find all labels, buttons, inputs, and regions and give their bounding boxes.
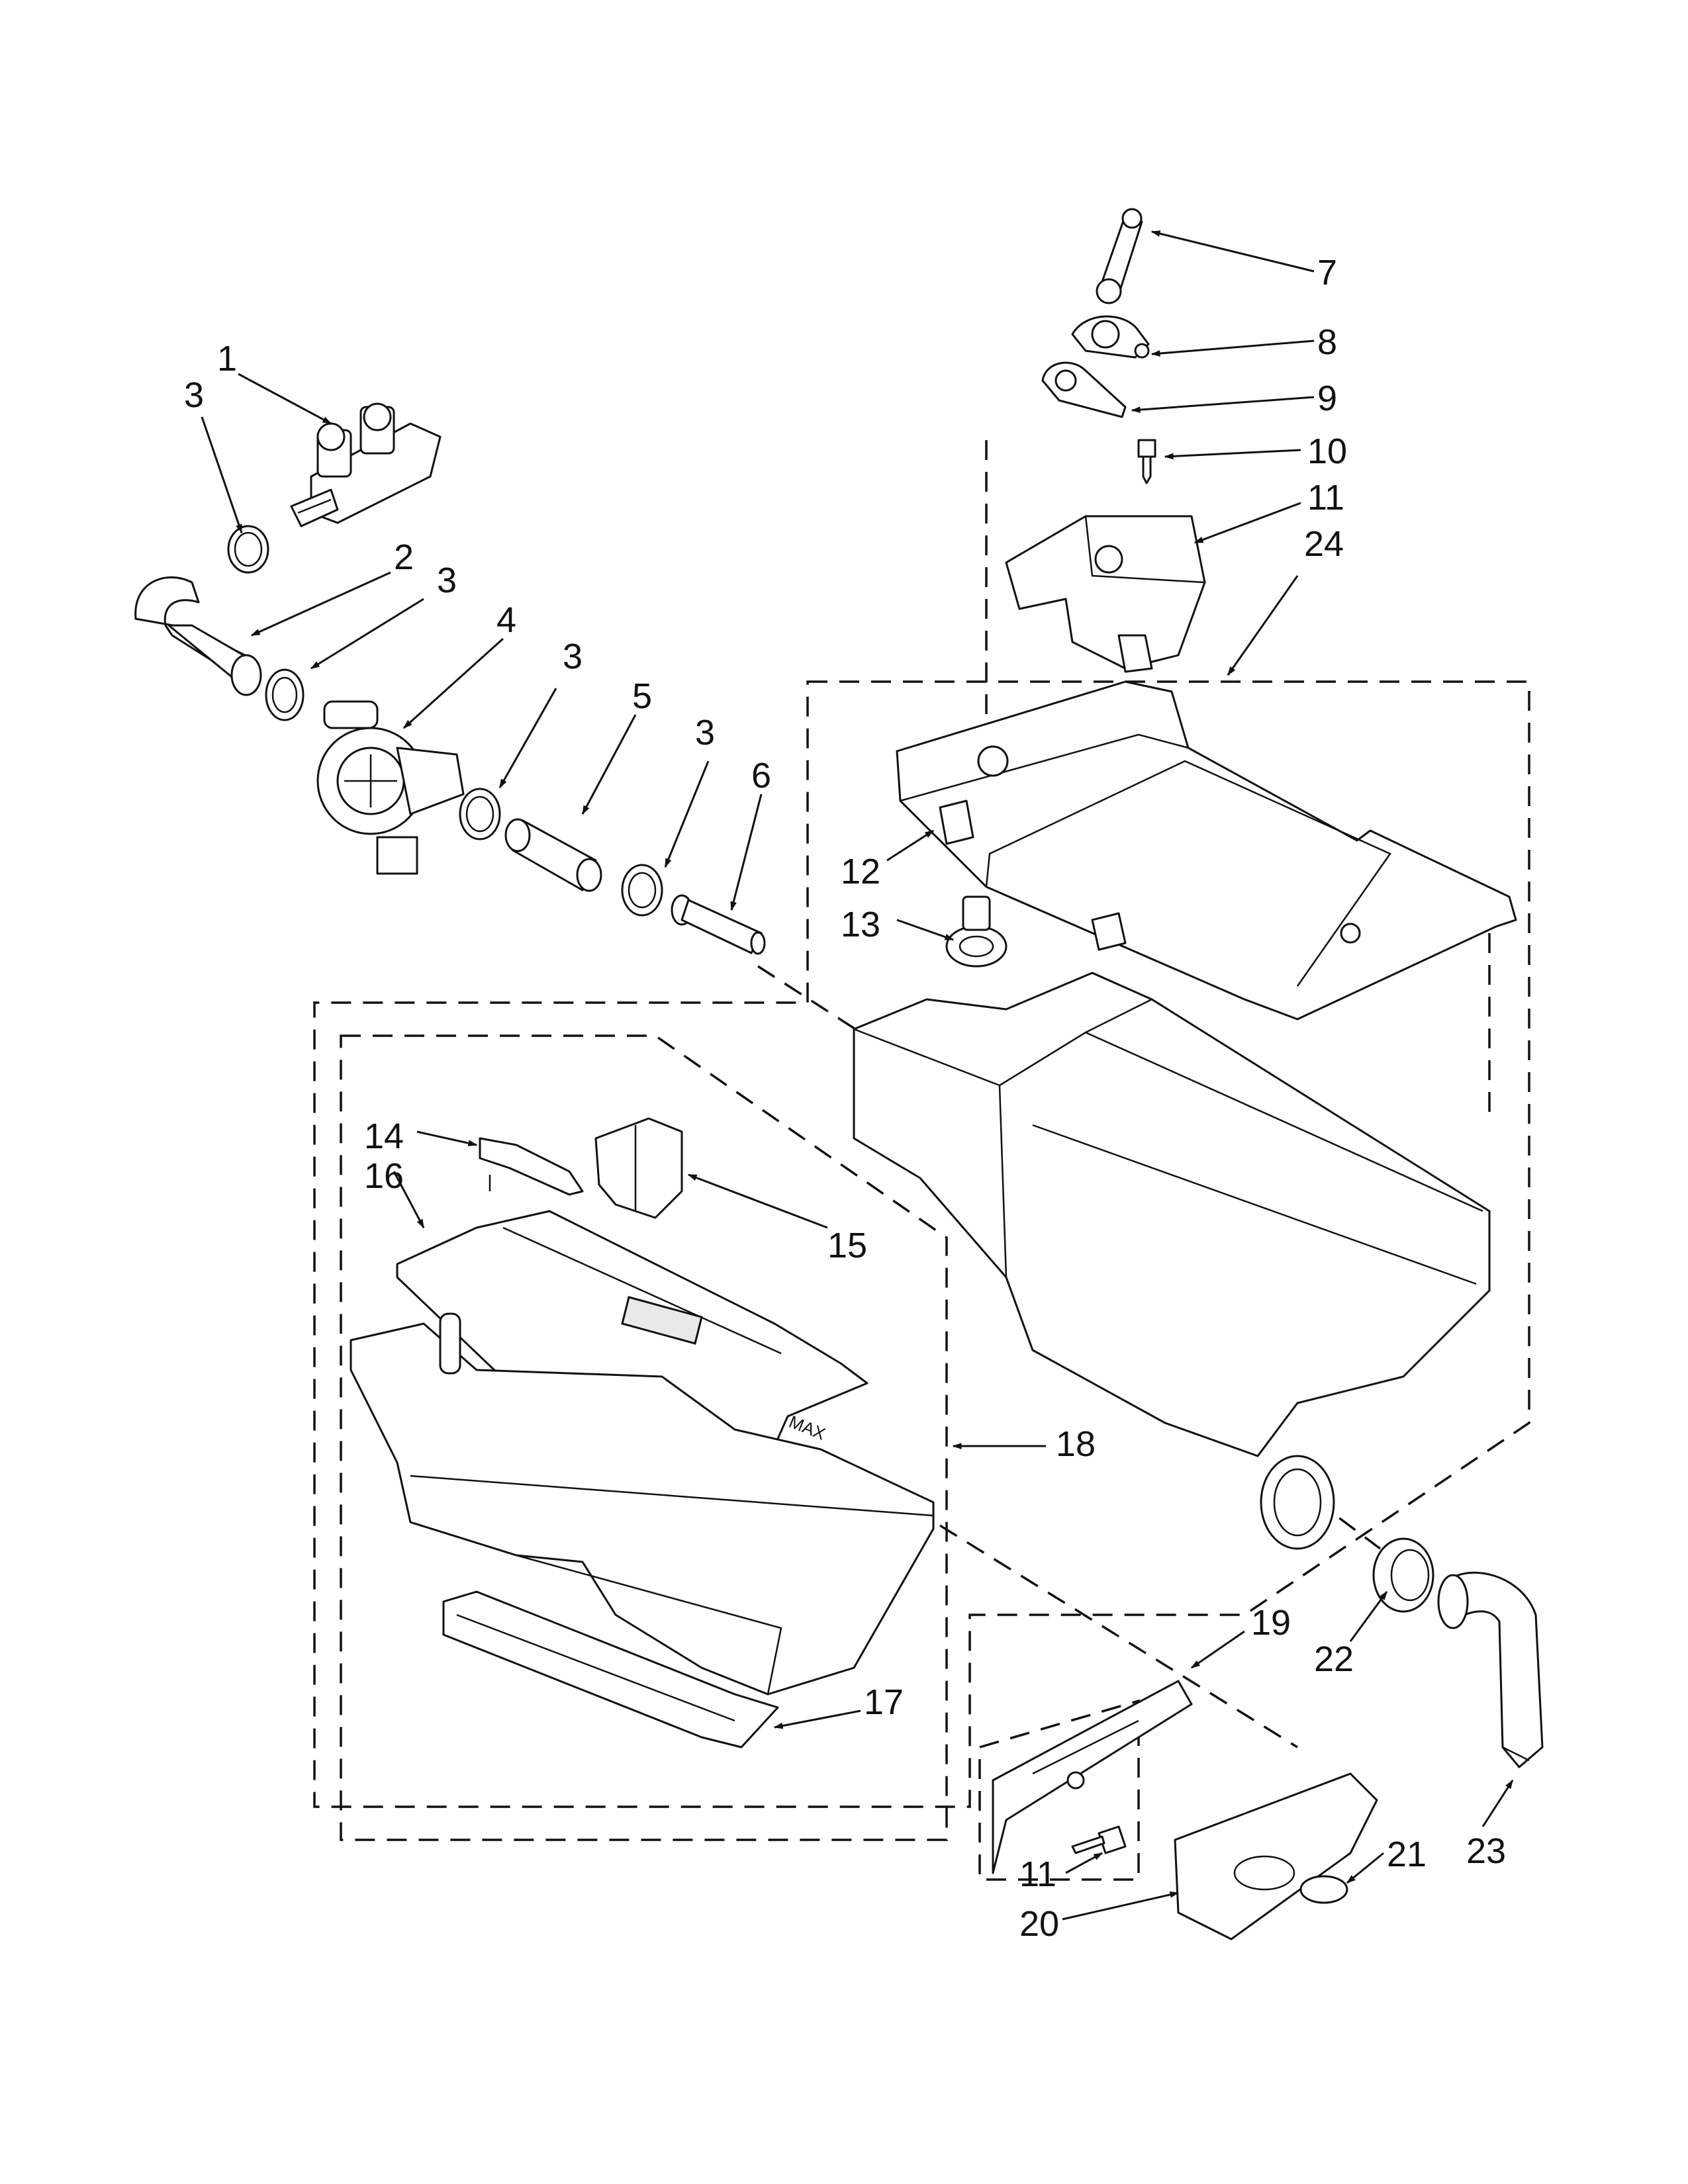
softener-cup — [594, 1117, 683, 1219]
label-decal — [1299, 1875, 1348, 1904]
callout-20: 20 — [1019, 1904, 1059, 1944]
callout-3b: 3 — [437, 561, 457, 600]
callout-14: 14 — [364, 1116, 404, 1156]
assembly-boundary-18 — [340, 1034, 948, 1841]
alignment-line-a — [757, 965, 861, 1034]
screw-a — [1137, 439, 1156, 484]
callout-5: 5 — [632, 676, 652, 716]
callout-23: 23 — [1466, 1831, 1506, 1871]
actuator-lever — [1096, 208, 1143, 304]
grommet — [1372, 1537, 1434, 1613]
siphon-clip — [479, 1137, 584, 1196]
dispenser-housing — [853, 972, 1491, 1550]
callout-21: 21 — [1387, 1835, 1427, 1874]
cam-plate — [1071, 315, 1150, 359]
callout-6: 6 — [751, 756, 771, 796]
callout-1: 1 — [217, 339, 237, 379]
dispenser-drawer: MAX — [350, 1312, 935, 1696]
callout-13: 13 — [841, 905, 880, 944]
callout-18: 18 — [1056, 1424, 1096, 1464]
mounting-bracket — [992, 1680, 1193, 1874]
hose-clamp-b — [265, 668, 305, 721]
assembly-boundary-19 — [978, 1699, 1140, 1881]
callout-16: 16 — [364, 1156, 404, 1196]
fill-fitting — [316, 700, 465, 875]
housing-cover — [896, 680, 1517, 1021]
callout-24: 24 — [1304, 524, 1344, 564]
callout-3c: 3 — [563, 637, 583, 676]
hose-clamp-d — [621, 864, 663, 917]
callout-19: 19 — [1251, 1603, 1291, 1643]
gasket — [1041, 361, 1127, 418]
callout-2: 2 — [394, 537, 414, 577]
leaders — [201, 230, 1514, 1921]
dispenser-motor — [1005, 515, 1206, 673]
callout-11b: 11 — [1019, 1854, 1056, 1894]
callout-10: 11 — [1307, 478, 1344, 518]
callout-11a: 10 — [1307, 432, 1347, 471]
callout-22: 22 — [1314, 1639, 1354, 1679]
callout-3a: 3 — [184, 375, 204, 415]
callout-3d: 3 — [695, 713, 715, 752]
hose-clamp-a — [227, 525, 269, 574]
callout-12: 12 — [841, 852, 880, 891]
front-panel — [1174, 1772, 1378, 1940]
drawer-max-marking: MAX — [786, 1412, 828, 1444]
callout-17: 17 — [864, 1682, 904, 1722]
callout-8: 8 — [1317, 322, 1337, 362]
connector-tube — [504, 818, 602, 892]
callout-15: 15 — [827, 1226, 867, 1265]
inlet-nozzle — [671, 894, 766, 955]
outlet-hose — [1437, 1571, 1544, 1768]
alignment-line-b — [939, 1524, 1298, 1749]
screw-b — [1071, 1825, 1127, 1854]
inlet-hose — [134, 576, 262, 696]
callout-labels: 1 2 3 3 3 3 4 5 6 7 8 9 10 11 11 12 13 1… — [184, 253, 1506, 1944]
water-valve — [290, 402, 442, 527]
callout-9: 9 — [1317, 379, 1337, 418]
callout-7: 7 — [1317, 253, 1337, 293]
hose-clamp-c — [459, 788, 501, 841]
drawer-handle — [442, 1590, 779, 1749]
pressure-switch — [945, 895, 1008, 968]
callout-4: 4 — [496, 600, 516, 640]
assembly-boundary-24 — [313, 680, 1530, 1808]
